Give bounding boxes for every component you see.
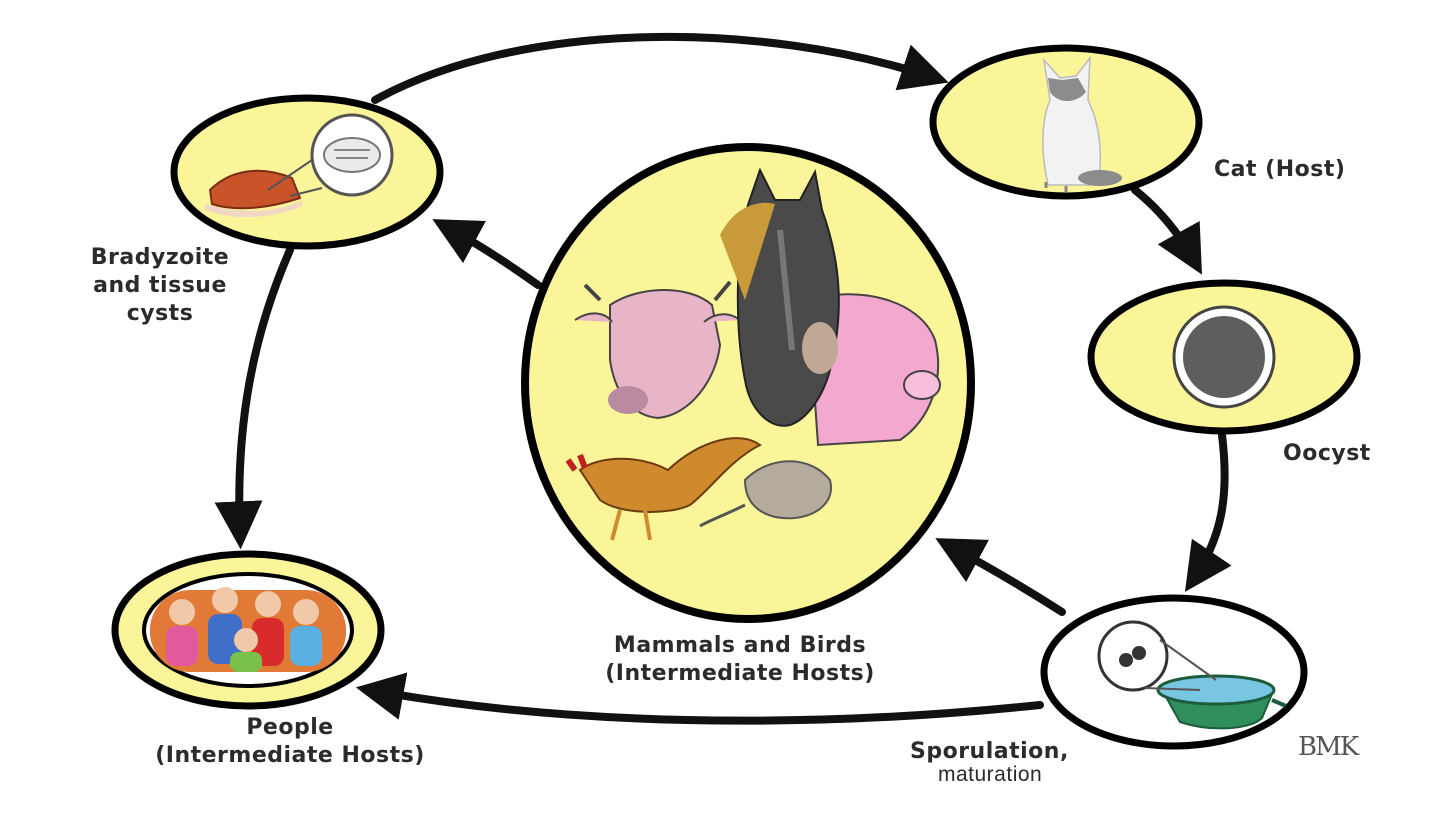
bradyzoite-label-line2: and tissue [93,273,227,298]
sporulation-node [1040,594,1308,750]
bradyzoite-label-line1: Bradyzoite [90,245,230,270]
cycle-arrows [214,33,1232,725]
arrow-brady-to-people [214,246,294,550]
signature: BMK [1298,732,1359,762]
cat-label: Cat (Host) [1214,157,1346,182]
bradyzoite-label-line3: cysts [126,301,194,326]
people-node [111,550,385,710]
arrow-sporulation-to-mammals [935,538,1066,616]
oocyst-label: Oocyst [1283,441,1371,466]
oocyst-node [1087,279,1361,435]
rooster-icon [565,437,762,541]
tissue-cyst-icon [267,113,394,197]
people-group-icon [150,587,346,672]
sporulated-oocyst-icon [1097,620,1217,692]
arrow-sporulation-to-people [355,672,1044,725]
arrow-brady-to-cat [371,33,949,104]
mammals-label-line2: (Intermediate Hosts) [605,661,875,686]
rat-icon [699,460,832,528]
maturation-label: maturation [938,763,1043,786]
sporulation-label: Sporulation, [910,739,1069,764]
tissue-icon [205,169,302,218]
water-bowl-icon [1156,674,1287,730]
arrow-cat-to-oocyst [1131,186,1202,275]
people-label-line1: People [246,715,334,740]
horse-icon [720,167,840,427]
mammals-node [521,143,975,623]
cow-icon [574,280,741,420]
mammals-label: Mammals and Birds (Intermediate Hosts) [570,632,910,688]
people-label-line2: (Intermediate Hosts) [155,743,425,768]
mammals-label-line1: Mammals and Birds [613,633,867,658]
cat-icon [1042,55,1122,192]
arrow-oocyst-to-sporulation [1184,431,1232,592]
bradyzoite-label: Bradyzoite and tissue cysts [60,244,260,328]
cat-node [929,44,1203,200]
people-label: People (Intermediate Hosts) [120,714,460,770]
bradyzoite-node [170,94,444,250]
pig-icon [806,293,941,447]
arrow-mammals-to-brady [432,219,542,289]
